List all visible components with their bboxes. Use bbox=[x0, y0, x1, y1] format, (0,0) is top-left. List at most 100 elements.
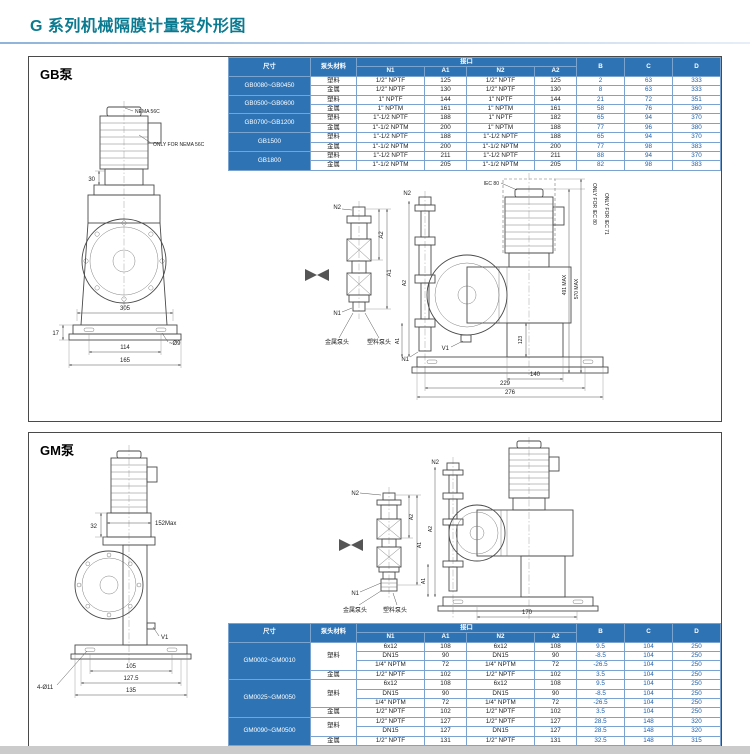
gb-front-view: 30 17 305 114 165 ~Ø9 NEMA 56C ONLY FOR … bbox=[52, 101, 205, 368]
port-label-n2: N2 bbox=[351, 491, 359, 497]
model-range-cell: GB0500~GB0600 bbox=[227, 94, 311, 115]
dim-label-a1-side: A1 bbox=[395, 338, 401, 344]
port-label-n1: N1 bbox=[333, 311, 341, 317]
spec-value-cell: 1"-1/2 NPTF bbox=[355, 132, 425, 143]
dim-label-305: 305 bbox=[120, 306, 131, 312]
header-c: C bbox=[624, 57, 673, 77]
spec-value-cell: 370 bbox=[672, 132, 721, 143]
dim-label-165: 165 bbox=[120, 358, 131, 364]
nema-label: NEMA 56C bbox=[135, 109, 160, 115]
port-label-n2-side: N2 bbox=[431, 460, 439, 466]
spec-value-cell: 127 bbox=[423, 726, 467, 737]
spec-value-cell: 82 bbox=[576, 160, 625, 171]
spec-value-cell: 1/2" NPTF bbox=[465, 735, 535, 747]
model-range-cell: GM0002~GM0010 bbox=[227, 641, 311, 681]
spec-value-cell: 104 bbox=[624, 641, 673, 652]
spec-value-cell: 72 bbox=[533, 660, 578, 671]
spec-value-cell: 205 bbox=[533, 160, 578, 171]
material-cell: 金属 bbox=[309, 104, 357, 115]
dim-label-140: 140 bbox=[530, 372, 541, 378]
spec-value-cell: 125 bbox=[423, 75, 467, 87]
spec-value-cell: -26.5 bbox=[576, 697, 625, 709]
page-title: G 系列机械隔膜计量泵外形图 bbox=[30, 18, 246, 35]
spec-value-cell: 250 bbox=[672, 650, 721, 662]
spec-value-cell: 72 bbox=[533, 697, 578, 709]
spec-value-cell: 250 bbox=[672, 697, 721, 709]
header-b: B bbox=[576, 57, 625, 77]
spec-value-cell: 182 bbox=[533, 113, 578, 124]
spec-value-cell: 3.5 bbox=[576, 669, 625, 681]
spec-value-cell: 211 bbox=[533, 151, 578, 162]
spec-value-cell: 131 bbox=[423, 735, 467, 747]
dim-label-a1: A1 bbox=[387, 269, 393, 277]
header-n1: N1 bbox=[355, 66, 425, 77]
spec-value-cell: 6x12 bbox=[355, 641, 425, 652]
gb-panel-label: GB泵 bbox=[40, 67, 73, 82]
spec-value-cell: 1/4" NPTM bbox=[355, 660, 425, 671]
dim-label-570max: 570 MAX bbox=[574, 278, 580, 299]
spec-value-cell: 211 bbox=[423, 151, 467, 162]
v1-label-front: V1 bbox=[161, 635, 169, 641]
spec-value-cell: 98 bbox=[624, 160, 673, 171]
spec-value-cell: 1"-1/2 NPTF bbox=[465, 132, 535, 143]
gm-spec-table: 尺寸 泵头材料 接口 B C D N1 A1 N2 A2 GM0002~GM00… bbox=[227, 622, 721, 747]
spec-value-cell: 104 bbox=[624, 669, 673, 681]
header-n2: N2 bbox=[465, 66, 535, 77]
header-a1: A1 bbox=[423, 66, 467, 77]
spec-value-cell: 161 bbox=[423, 104, 467, 115]
spec-value-cell: 1/2" NPTF bbox=[465, 707, 535, 718]
dim-label-17: 17 bbox=[52, 331, 59, 337]
spec-value-cell: 108 bbox=[423, 679, 467, 690]
model-range-cell: GM0090~GM0500 bbox=[227, 716, 311, 747]
header-port: 接口 bbox=[355, 622, 578, 634]
spec-value-cell: 127 bbox=[533, 716, 578, 728]
spec-value-cell: -8.5 bbox=[576, 688, 625, 699]
spec-value-cell: 144 bbox=[533, 94, 578, 106]
gb-outline-drawing: 30 17 305 114 165 ~Ø9 NEMA 56C ONLY FOR … bbox=[52, 101, 609, 400]
spec-value-cell: 333 bbox=[672, 75, 721, 87]
spec-value-cell: 9.5 bbox=[576, 641, 625, 652]
spec-value-cell: 77 bbox=[576, 141, 625, 153]
spec-value-cell: DN15 bbox=[465, 688, 535, 699]
spec-value-cell: 131 bbox=[533, 735, 578, 747]
material-cell: 金属 bbox=[309, 735, 357, 747]
gb-pump-panel: GB泵 bbox=[28, 56, 722, 422]
spec-value-cell: 250 bbox=[672, 669, 721, 681]
spec-value-cell: 188 bbox=[533, 122, 578, 134]
spec-value-cell: 94 bbox=[624, 132, 673, 143]
dim-label-a2: A2 bbox=[409, 514, 415, 520]
spec-value-cell: 383 bbox=[672, 141, 721, 153]
spec-value-cell: 250 bbox=[672, 679, 721, 690]
port-label-n1: N1 bbox=[351, 591, 359, 597]
dim-label-135: 135 bbox=[126, 688, 137, 694]
gm-panel-label: GM泵 bbox=[40, 443, 74, 458]
spec-value-cell: 1"-1/2 NPTM bbox=[355, 122, 425, 134]
material-cell: 金属 bbox=[309, 141, 357, 153]
model-range-cell: GB0700~GB1200 bbox=[227, 113, 311, 134]
spec-value-cell: 127 bbox=[423, 716, 467, 728]
spec-value-cell: 65 bbox=[576, 132, 625, 143]
mount-holes-label: 4-Ø11 bbox=[37, 685, 54, 691]
spec-value-cell: 65 bbox=[576, 113, 625, 124]
spec-value-cell: 320 bbox=[672, 726, 721, 737]
dim-label-a1-side: A1 bbox=[421, 578, 427, 584]
gm-side-view: N2 A2 A1 170 bbox=[421, 437, 599, 620]
spec-value-cell: DN15 bbox=[355, 650, 425, 662]
spec-value-cell: 370 bbox=[672, 113, 721, 124]
header-n1: N1 bbox=[355, 632, 425, 643]
spec-value-cell: 1/2" NPTF bbox=[355, 75, 425, 87]
dim-label-276: 276 bbox=[505, 390, 516, 396]
spec-value-cell: 94 bbox=[624, 151, 673, 162]
spec-value-cell: 1/2" NPTF bbox=[355, 716, 425, 728]
material-cell: 金属 bbox=[309, 160, 357, 171]
spec-value-cell: 102 bbox=[423, 707, 467, 718]
header-port: 接口 bbox=[355, 56, 578, 68]
spec-value-cell: 383 bbox=[672, 160, 721, 171]
